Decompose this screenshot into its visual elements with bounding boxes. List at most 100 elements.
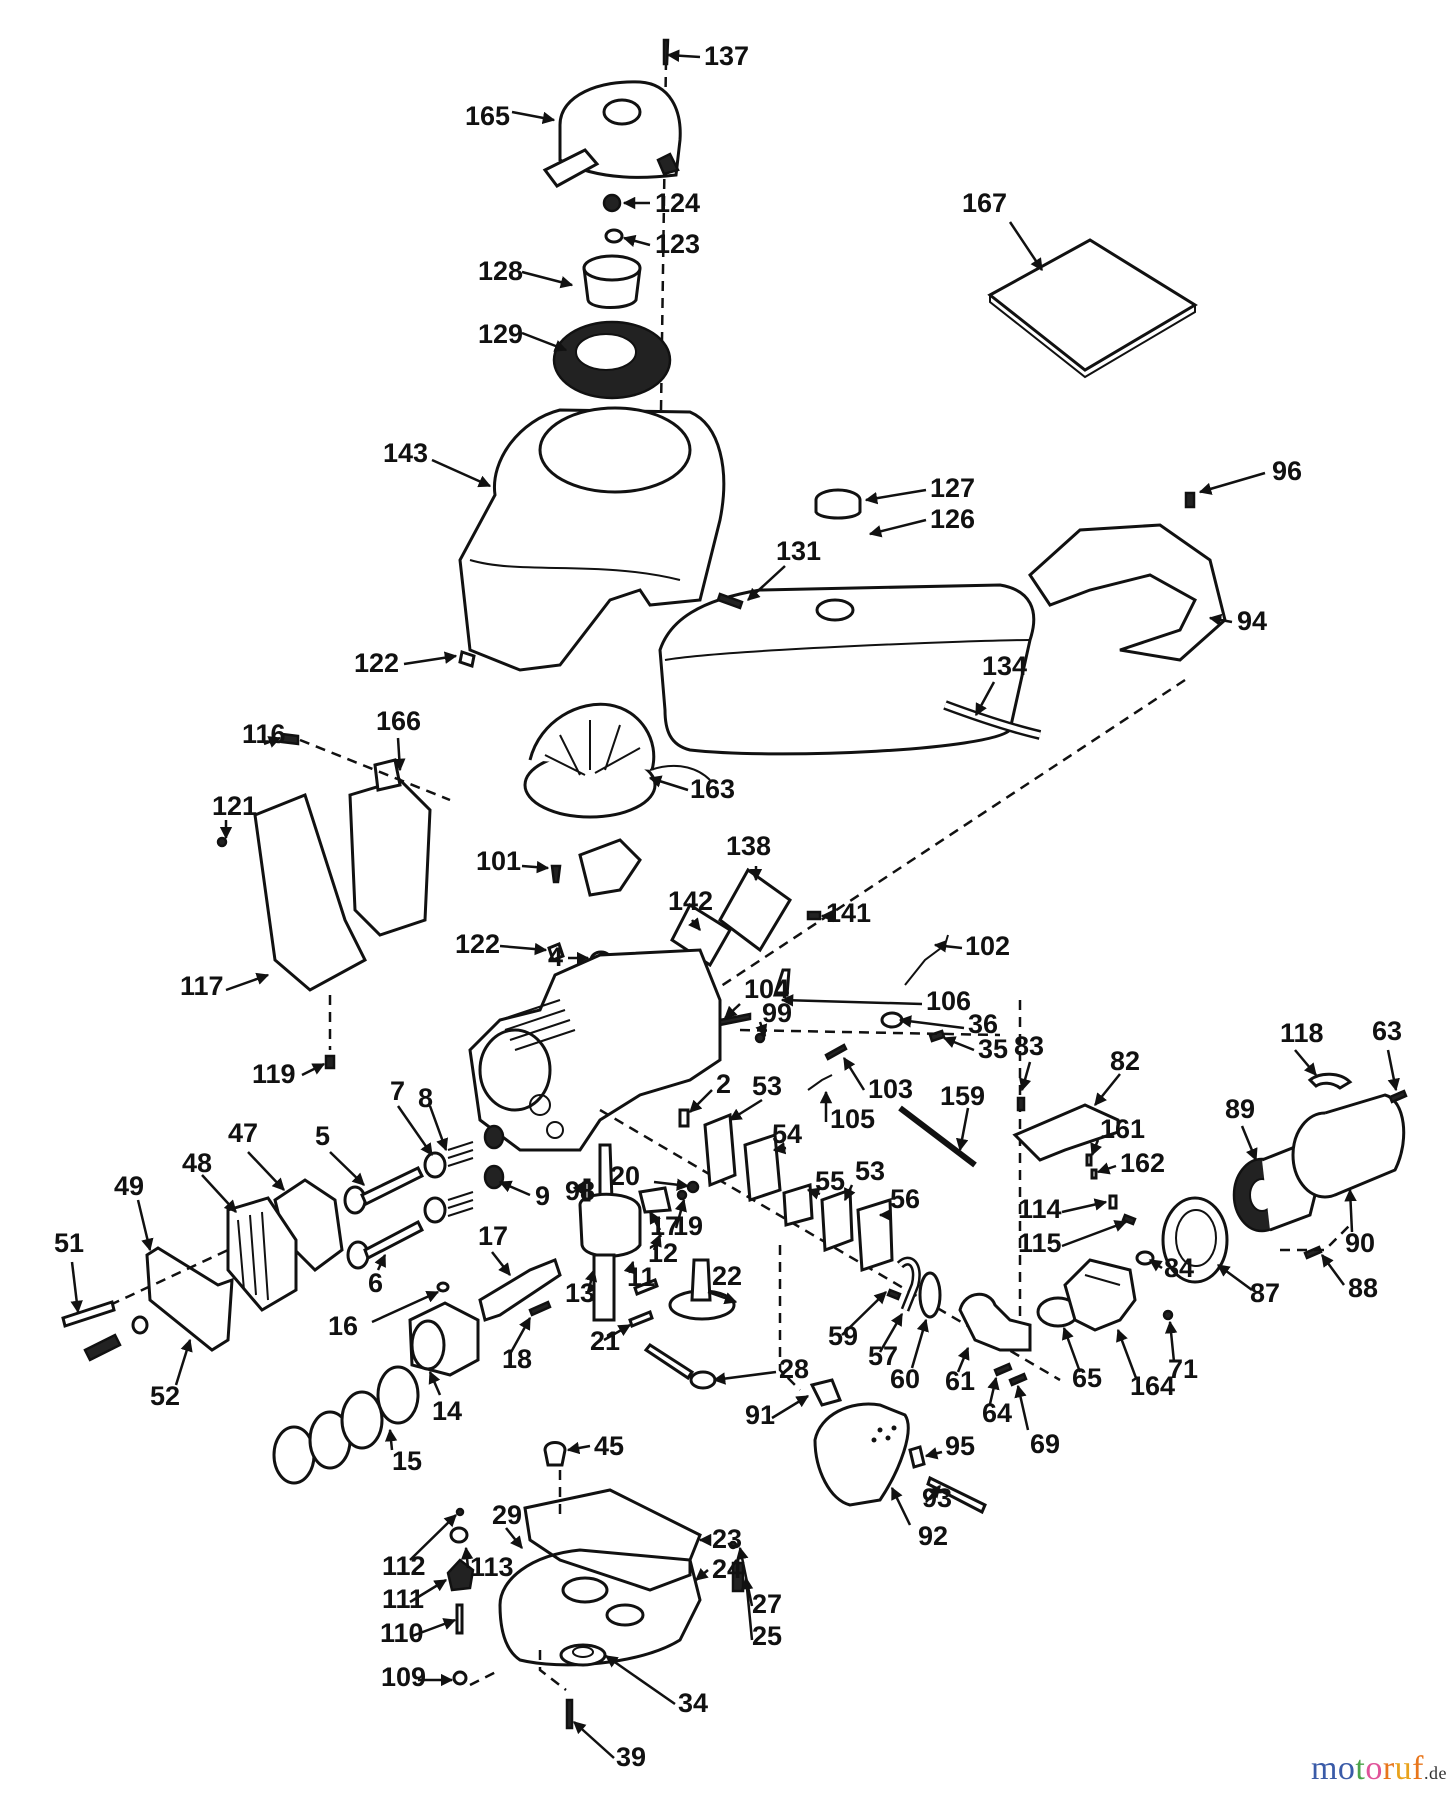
part-59-screw [886, 1288, 902, 1301]
leader-arrow-29 [505, 1527, 523, 1549]
callout-labels: 1371651241231281291671431271269613194122… [54, 41, 1402, 1772]
callout-label-83: 83 [1014, 1031, 1044, 1061]
callout-label-88: 88 [1348, 1273, 1378, 1303]
leader-arrow-9 [498, 1180, 531, 1197]
leader-arrow-162 [1096, 1162, 1117, 1175]
leader-arrow-14 [428, 1370, 442, 1396]
leader-arrow-165 [511, 110, 556, 125]
part-60-gasket [918, 1271, 942, 1319]
callout-label-159: 159 [940, 1081, 985, 1111]
leader-arrow-159 [955, 1107, 970, 1152]
part-159-rod [898, 1105, 977, 1168]
leader-arrow-24 [695, 1567, 709, 1581]
watermark-letter: r [1382, 1750, 1395, 1787]
assembly-line-109 [469, 1668, 501, 1687]
leader-arrow-117 [225, 972, 270, 992]
part-15-ring-3 [340, 1390, 384, 1450]
leader-arrow-39 [573, 1721, 615, 1759]
callout-label-63: 63 [1372, 1016, 1402, 1046]
part-98-key [583, 1178, 591, 1202]
callout-label-15: 15 [392, 1446, 422, 1476]
leader-arrow-98 [572, 1180, 586, 1195]
part-163-flywheel [523, 702, 711, 819]
callout-label-126: 126 [930, 504, 975, 534]
part-20-ball [686, 1180, 700, 1194]
callout-label-12: 12 [648, 1238, 678, 1268]
leader-arrow-115 [1061, 1220, 1128, 1248]
assembly-line-116 [299, 738, 451, 802]
part-104-screw [718, 1012, 752, 1027]
part-122-key [547, 942, 565, 962]
leader-arrow-111 [409, 1578, 448, 1604]
leader-arrow-128 [521, 270, 574, 289]
leader-arrow-89 [1240, 1125, 1258, 1162]
part-90-air-cleaner-cover [1291, 1093, 1406, 1199]
callout-label-92: 92 [918, 1521, 948, 1551]
callout-label-162: 162 [1120, 1148, 1165, 1178]
leader-arrow-167 [1008, 221, 1044, 272]
callout-label-11: 11 [627, 1262, 656, 1292]
leader-arrow-18 [508, 1316, 532, 1355]
callout-label-115: 115 [1018, 1228, 1062, 1258]
assembly-line-88 [1280, 1224, 1351, 1252]
part-8-spring-b [447, 1191, 474, 1217]
assembly-line-39 [538, 1650, 567, 1691]
part-131-screw [716, 592, 744, 610]
part-121-screw [216, 836, 228, 848]
leader-arrow-53 [728, 1098, 763, 1122]
callout-label-53: 53 [855, 1156, 885, 1186]
part-39-bolt [565, 1698, 574, 1730]
leader-arrow-47 [247, 1151, 285, 1191]
leader-arrow-96 [1198, 471, 1266, 495]
leader-arrow-17 [648, 1210, 662, 1231]
part-8-spring [447, 1141, 474, 1167]
leader-arrow-116 [263, 736, 282, 748]
part-64-screw [993, 1362, 1013, 1377]
part-27-screw [728, 1540, 738, 1550]
part-128-starter-cup [582, 254, 642, 309]
part-117-bracket [253, 793, 367, 992]
part-49-shield [145, 1246, 234, 1352]
part-161-spring [1085, 1153, 1093, 1167]
leader-arrow-83 [1019, 1061, 1032, 1092]
watermark-text: motoruf [1311, 1750, 1424, 1787]
callout-label-39: 39 [616, 1742, 646, 1772]
callout-label-117: 117 [180, 971, 224, 1001]
callout-label-5: 5 [315, 1121, 330, 1151]
leader-arrow-110 [411, 1618, 457, 1638]
callout-label-19: 19 [673, 1211, 703, 1241]
callout-label-95: 95 [945, 1431, 975, 1461]
part-55-filter [782, 1183, 814, 1227]
callout-label-118: 118 [1280, 1018, 1324, 1048]
part-109-washer [452, 1670, 468, 1686]
part-52-spark-plug [83, 1333, 122, 1362]
part-14-piston [408, 1301, 480, 1377]
leader-arrow-7 [396, 1105, 434, 1157]
callout-label-129: 129 [478, 319, 523, 349]
callout-label-121: 121 [212, 791, 257, 821]
part-82-control-bracket [1012, 1103, 1120, 1162]
leader-arrow-45 [566, 1441, 591, 1455]
part-137-screw [662, 38, 670, 66]
leader-arrow-25 [740, 1576, 754, 1641]
part-115-screw [1121, 1213, 1137, 1226]
leader-arrow-166 [393, 737, 406, 772]
part-19-washer [676, 1189, 688, 1201]
callout-label-55: 55 [815, 1166, 845, 1196]
part-71-screw [1162, 1309, 1174, 1321]
callout-label-127: 127 [930, 473, 975, 503]
leader-arrow-2 [689, 1089, 713, 1113]
part-96-screw [1184, 491, 1196, 509]
leader-arrow-87 [1216, 1263, 1253, 1292]
part-69-screw [1008, 1372, 1028, 1387]
leader-arrow-94 [1208, 613, 1233, 627]
part-103-spring [824, 1043, 848, 1061]
leader-arrow-118 [1294, 1049, 1317, 1076]
callout-label-28: 28 [779, 1354, 809, 1384]
part-167-filter-pad [987, 238, 1198, 379]
part-163-coil [578, 838, 642, 897]
part-53-gasket [703, 1112, 737, 1188]
leader-arrow-90 [1344, 1188, 1357, 1233]
callout-label-98: 98 [565, 1176, 595, 1206]
leader-arrow-53 [843, 1184, 856, 1202]
